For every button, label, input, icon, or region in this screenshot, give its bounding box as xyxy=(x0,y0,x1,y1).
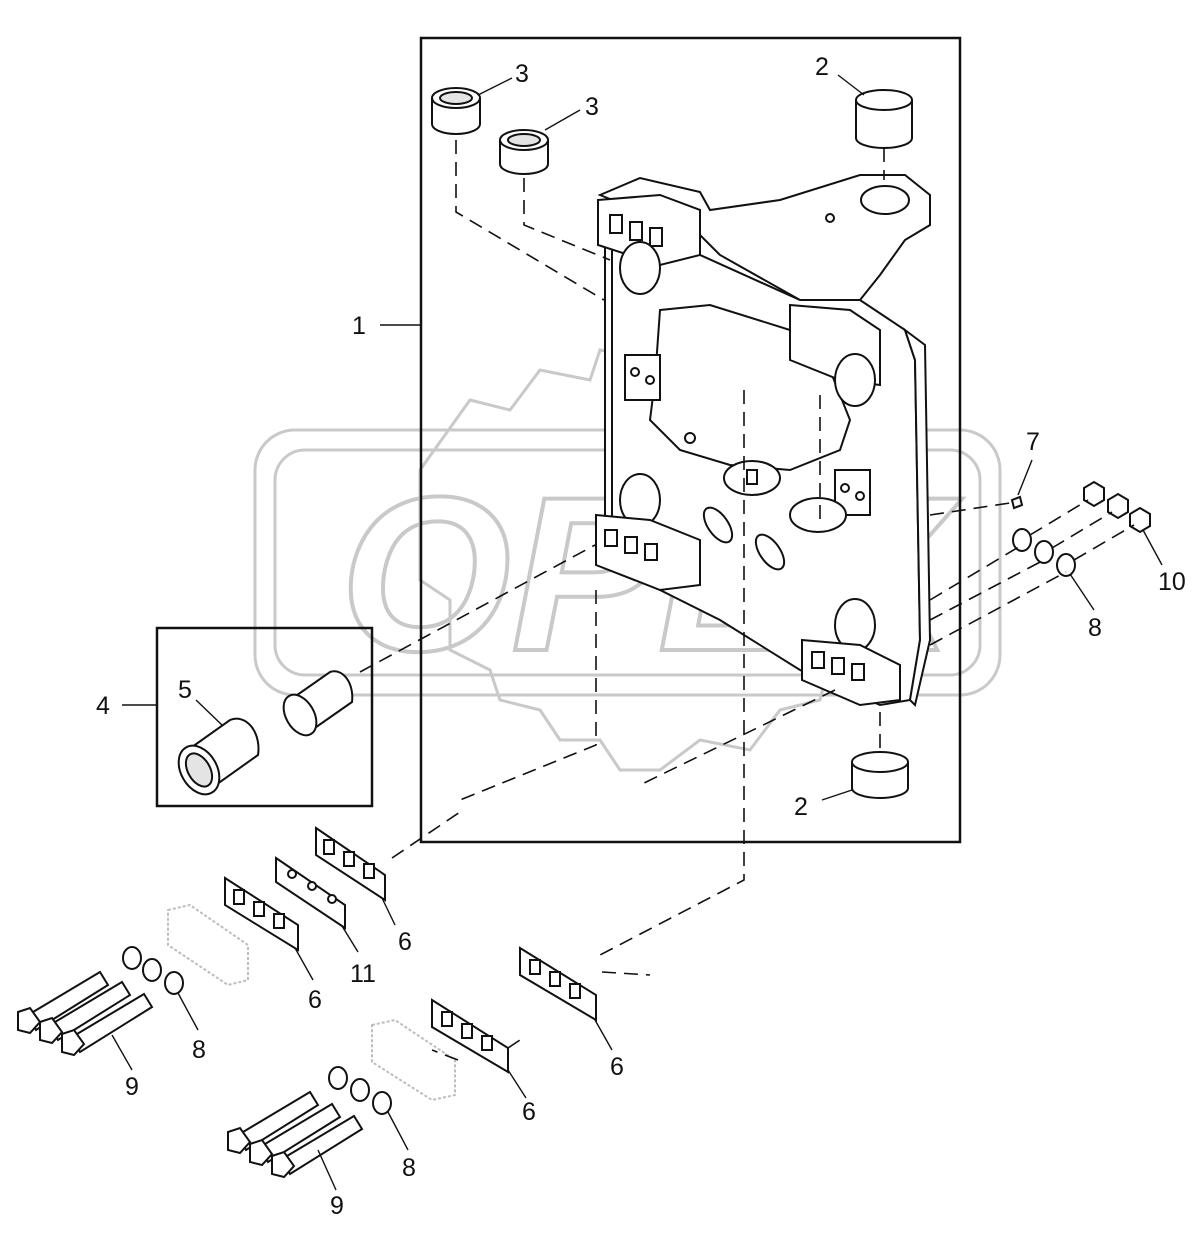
lug-right-hole-b xyxy=(855,491,865,501)
callout-6-d: 6 xyxy=(522,1098,536,1126)
frame-bore-upper-right xyxy=(834,353,876,407)
assembly-box-4 xyxy=(155,626,374,808)
bushing-item-5 xyxy=(177,717,260,796)
bolt-group-upper-9 xyxy=(17,970,154,1057)
callout-6-a: 6 xyxy=(398,928,412,956)
callout-4: 4 xyxy=(96,692,110,720)
washers-right-8 xyxy=(1012,528,1076,577)
callout-7: 7 xyxy=(1026,428,1040,456)
leader-lines xyxy=(111,74,1163,1191)
callout-6-b: 6 xyxy=(308,986,322,1014)
shim-6-top xyxy=(315,826,386,902)
clamp-block-ghost-lower xyxy=(371,1018,456,1102)
frame-slot-a xyxy=(702,506,734,544)
callout-5: 5 xyxy=(178,676,192,704)
lug-left-hole-b xyxy=(645,375,655,385)
callout-9-upper: 9 xyxy=(125,1073,139,1101)
frame-bore-center-a-key xyxy=(746,469,758,485)
assembly-box-1 xyxy=(419,36,962,844)
callout-2-lower: 2 xyxy=(794,793,808,821)
shim-6-lower-a xyxy=(519,946,597,1022)
lower-slot-a xyxy=(604,529,618,547)
callout-3-a: 3 xyxy=(515,60,529,88)
shim-6-lower-b xyxy=(431,998,509,1074)
bushing-3b xyxy=(499,129,549,175)
callout-8-lower: 8 xyxy=(402,1154,416,1182)
frame-right-side xyxy=(903,327,932,707)
frame-rib-hole xyxy=(684,432,696,444)
main-frame-casting xyxy=(595,174,932,707)
lower-right-slot-b xyxy=(831,657,845,675)
frame-lug-left xyxy=(624,354,661,401)
callout-2-upper: 2 xyxy=(815,53,829,81)
callout-8-right: 8 xyxy=(1088,614,1102,642)
bushing-upper-2 xyxy=(855,89,913,149)
assembly-lines xyxy=(359,140,1135,1061)
callout-1: 1 xyxy=(352,312,366,340)
callout-6-c: 6 xyxy=(610,1053,624,1081)
callout-8-upper: 8 xyxy=(192,1036,206,1064)
lug-left-hole-a xyxy=(630,367,640,377)
shim-11 xyxy=(275,856,346,930)
lug-right-hole-a xyxy=(840,483,850,493)
nuts-10 xyxy=(1083,480,1151,534)
bushing-3a xyxy=(431,87,481,135)
bracket-slot-a xyxy=(609,214,623,234)
lower-right-slot-a xyxy=(811,651,825,669)
lower-slot-c xyxy=(644,543,658,561)
shim-6-mid xyxy=(224,876,299,952)
callout-3-b: 3 xyxy=(585,93,599,121)
bracket-slot-c xyxy=(649,227,663,247)
callout-11: 11 xyxy=(350,960,376,988)
frame-bore-center-b xyxy=(789,497,847,533)
grease-fitting-7 xyxy=(1010,495,1024,510)
bracket-slot-b xyxy=(629,221,643,241)
frame-upper-pivot-bore xyxy=(860,185,910,215)
clamp-block-ghost-upper xyxy=(167,903,249,987)
callout-9-lower: 9 xyxy=(330,1192,344,1220)
lower-slot-b xyxy=(624,536,638,554)
washers-lower-8 xyxy=(328,1066,392,1115)
bushing-sleeve-4 xyxy=(282,670,354,737)
lower-right-slot-c xyxy=(851,663,865,681)
callout-10: 10 xyxy=(1158,568,1186,596)
frame-slot-b xyxy=(754,533,786,571)
washers-upper-8 xyxy=(122,946,184,995)
callout-labels: 1 2 2 3 3 4 5 6 11 6 8 9 6 6 8 9 7 10 8 xyxy=(96,53,1186,1220)
frame-bolt-hole xyxy=(825,213,835,223)
bushing-lower-2 xyxy=(851,751,909,799)
bolt-group-lower-9 xyxy=(227,1090,364,1179)
frame-bore-upper-left xyxy=(619,241,661,295)
